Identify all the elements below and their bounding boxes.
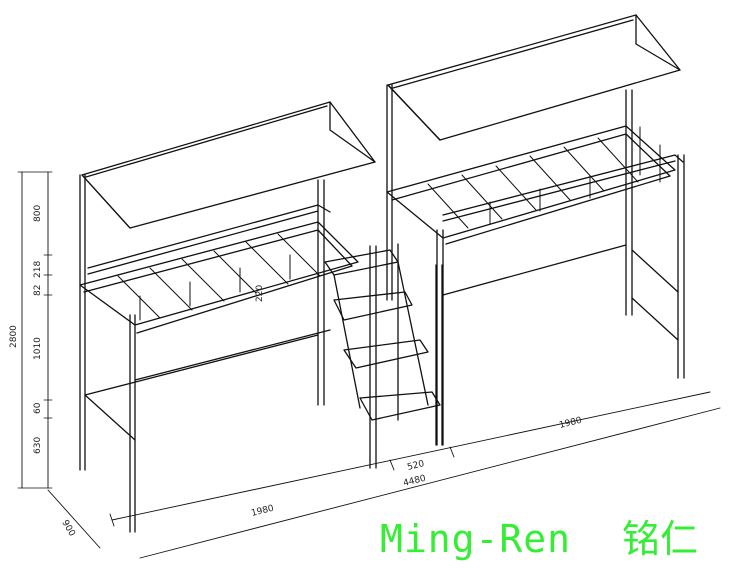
right-lower-rail	[442, 244, 627, 296]
left-lower-rail	[84, 334, 319, 396]
dim-ladder-width: 520	[406, 459, 425, 473]
dim-total-height: 2800	[9, 325, 19, 348]
dim-depth: 900	[59, 519, 76, 539]
dimension-lines	[17, 171, 721, 559]
ladder-step	[324, 249, 441, 421]
left-bed-platform	[79, 221, 359, 326]
dimension-labels: 800 218 82 2800 1010 60 630 900 220 1980…	[9, 205, 583, 539]
left-bed	[79, 101, 376, 533]
dim-bed-length-left: 1980	[250, 504, 275, 519]
right-bed-slats	[427, 137, 639, 229]
brand-chinese: 铭仁	[622, 517, 698, 561]
dim-lower-rail: 60	[33, 402, 43, 414]
dim-upper-leg: 1010	[33, 337, 43, 360]
brand-watermark: Ming-Ren 铭仁	[380, 517, 698, 561]
dim-step-height: 220	[255, 285, 265, 302]
right-guard-rail	[442, 154, 684, 216]
dim-bed-length-right: 1980	[558, 416, 583, 431]
dim-bottom: 630	[33, 437, 43, 454]
left-bed-slats	[117, 233, 321, 319]
right-bed-platform	[386, 125, 676, 239]
right-bed	[386, 14, 685, 446]
dim-canopy: 800	[33, 205, 43, 222]
brand-latin: Ming-Ren	[380, 517, 571, 561]
left-guard-rail	[87, 204, 331, 269]
ladder	[324, 243, 443, 469]
dim-bed-frame: 82	[33, 285, 43, 296]
dim-rail: 218	[33, 261, 43, 278]
